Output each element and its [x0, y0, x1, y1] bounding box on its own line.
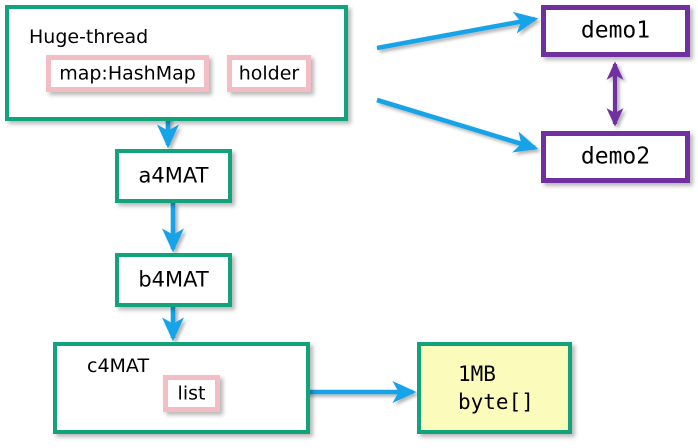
node-demo1-label: demo1	[580, 17, 651, 44]
edge-huge-thread-to-demo1	[376, 11, 539, 51]
node-b4mat-label: b4MAT	[138, 267, 209, 292]
node-byte-array[interactable]: 1MB byte[]	[417, 342, 572, 434]
field-list-label: list	[177, 382, 206, 405]
field-holder-label: holder	[238, 62, 300, 85]
node-b4mat[interactable]: b4MAT	[115, 253, 232, 307]
edge-huge-thread-to-demo2	[376, 97, 539, 153]
node-a4mat[interactable]: a4MAT	[115, 149, 232, 203]
node-byte-array-line2: byte[]	[458, 390, 534, 414]
node-huge-thread-label: Huge-thread	[29, 26, 149, 48]
field-map-hashmap-label: map:HashMap	[59, 62, 196, 85]
field-list[interactable]: list	[163, 375, 220, 412]
node-demo1[interactable]: demo1	[541, 5, 690, 57]
field-map-hashmap[interactable]: map:HashMap	[46, 55, 209, 92]
node-demo2[interactable]: demo2	[541, 131, 690, 183]
node-byte-array-line1: 1MB	[458, 362, 496, 386]
node-c4mat-label: c4MAT	[87, 355, 150, 377]
node-a4mat-label: a4MAT	[138, 163, 209, 188]
node-demo2-label: demo2	[580, 143, 651, 170]
field-holder[interactable]: holder	[227, 55, 311, 92]
